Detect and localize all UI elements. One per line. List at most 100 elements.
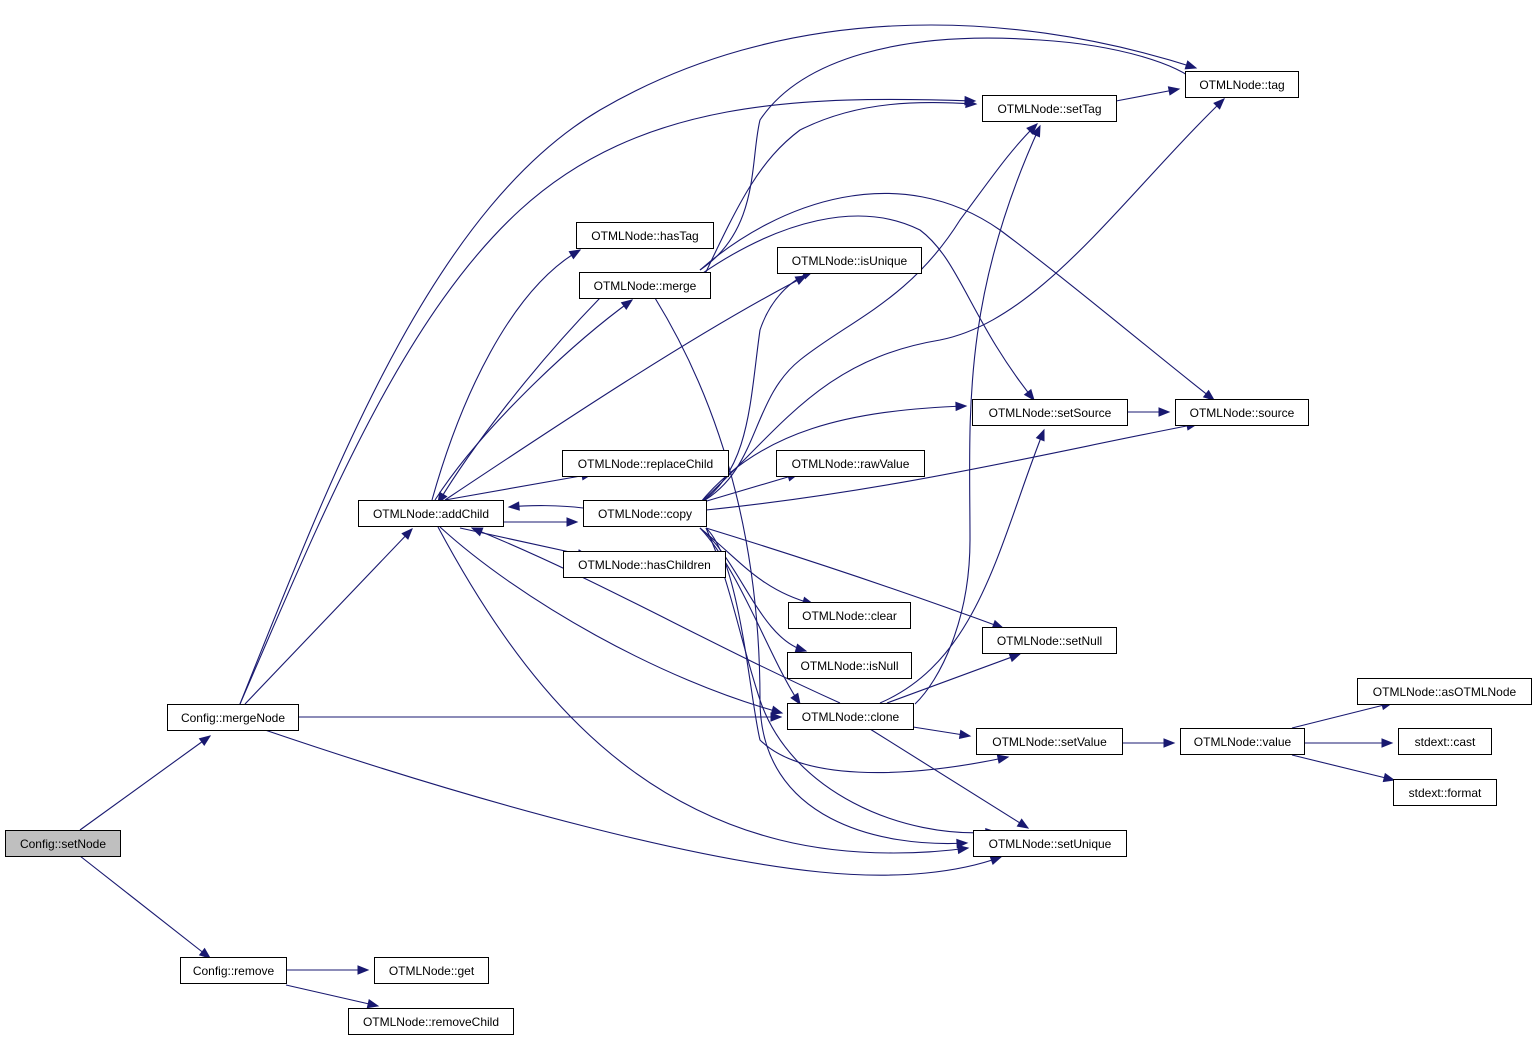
node-isUnique[interactable]: OTMLNode::isUnique	[777, 247, 922, 274]
edge-addChild-to-merge	[434, 299, 634, 501]
arrowhead	[1163, 738, 1176, 748]
node-setNode[interactable]: Config::setNode	[5, 830, 121, 857]
node-box	[348, 1008, 514, 1035]
edge-mergeNode-to-addChild	[244, 528, 413, 705]
arrowhead	[1031, 124, 1041, 138]
node-isNull[interactable]: OTMLNode::isNull	[787, 652, 912, 679]
node-box	[167, 704, 299, 731]
edge-setValue-to-value	[1122, 738, 1176, 748]
node-label: OTMLNode::merge	[594, 279, 697, 293]
node-label: Config::mergeNode	[181, 711, 285, 725]
arrowhead	[1026, 123, 1038, 135]
node-hasTag[interactable]: OTMLNode::hasTag	[576, 222, 714, 249]
arrowhead	[1167, 86, 1181, 96]
node-label: OTMLNode::rawValue	[792, 457, 910, 471]
node-setNull[interactable]: OTMLNode::setNull	[982, 627, 1117, 654]
edge-line	[1291, 702, 1393, 729]
node-box	[788, 602, 911, 629]
arrowhead	[1023, 388, 1035, 402]
edge-line	[869, 728, 1029, 829]
arrowhead	[366, 999, 380, 1009]
node-setSource[interactable]: OTMLNode::setSource	[972, 399, 1128, 426]
node-hasChildren[interactable]: OTMLNode::hasChildren	[563, 551, 726, 578]
node-clear[interactable]: OTMLNode::clear	[788, 602, 911, 629]
edge-line	[705, 527, 1009, 774]
node-tag[interactable]: OTMLNode::tag	[1185, 71, 1299, 98]
edge-clone-to-setUnique	[869, 728, 1030, 829]
node-removeChild[interactable]: OTMLNode::removeChild	[348, 1008, 514, 1035]
node-label: OTMLNode::setNull	[997, 634, 1102, 648]
node-label: OTMLNode::get	[389, 964, 475, 978]
node-replaceChild[interactable]: OTMLNode::replaceChild	[562, 450, 729, 477]
edge-line	[244, 528, 413, 705]
edge-line	[699, 527, 814, 605]
arrowhead	[989, 856, 1003, 865]
node-merge[interactable]: OTMLNode::merge	[579, 272, 711, 299]
node-box	[1185, 71, 1299, 98]
edge-setSource-to-source	[1127, 407, 1171, 417]
arrowhead	[1184, 60, 1198, 70]
edge-addChild-to-hasTag	[431, 249, 582, 501]
node-label: OTMLNode::isNull	[800, 659, 898, 673]
edge-clone-to-addChild	[470, 527, 841, 704]
edge-line	[239, 24, 1197, 705]
arrowhead	[568, 249, 582, 260]
node-label: stdext::cast	[1415, 735, 1476, 749]
edge-clone-to-setSource	[879, 428, 1045, 704]
edge-addChild-to-clone	[439, 526, 784, 715]
node-box	[563, 551, 726, 578]
node-label: OTMLNode::removeChild	[363, 1015, 499, 1029]
node-box	[579, 272, 711, 299]
node-box	[777, 247, 922, 274]
node-mergeNode[interactable]: Config::mergeNode	[167, 704, 299, 731]
edge-line	[699, 473, 799, 504]
node-label: Config::remove	[193, 964, 275, 978]
edge-merge-to-source	[699, 192, 1216, 401]
edge-clone-to-setValue	[912, 726, 972, 740]
edge-line	[439, 526, 783, 714]
node-clone[interactable]: OTMLNode::clone	[787, 703, 914, 730]
node-box	[1393, 779, 1497, 806]
edge-mergeNode-to-clone	[298, 712, 783, 722]
edge-line	[239, 98, 976, 705]
edge-copy-to-setTag	[699, 123, 1038, 504]
edge-line	[699, 405, 967, 504]
node-source[interactable]: OTMLNode::source	[1175, 399, 1309, 426]
node-get[interactable]: OTMLNode::get	[374, 957, 489, 984]
edge-line	[879, 429, 1045, 704]
arrowhead	[198, 735, 212, 746]
node-label: stdext::format	[1409, 786, 1482, 800]
node-label: OTMLNode::isUnique	[792, 254, 908, 268]
node-remove[interactable]: Config::remove	[180, 957, 287, 984]
node-setTag[interactable]: OTMLNode::setTag	[982, 95, 1117, 122]
node-format[interactable]: stdext::format	[1393, 779, 1497, 806]
node-label: OTMLNode::tag	[1199, 78, 1284, 92]
node-copy[interactable]: OTMLNode::copy	[583, 500, 707, 527]
arrowhead	[794, 643, 808, 653]
node-box	[1180, 728, 1305, 755]
node-cast[interactable]: stdext::cast	[1398, 728, 1492, 755]
node-label: Config::setNode	[20, 837, 106, 851]
edge-setTag-to-tag	[1115, 86, 1181, 102]
edge-line	[79, 735, 211, 831]
arrowhead	[1382, 772, 1396, 783]
node-box	[374, 957, 489, 984]
arrowhead	[357, 965, 370, 975]
arrowhead	[790, 692, 801, 706]
node-setValue[interactable]: OTMLNode::setValue	[976, 728, 1123, 755]
edge-line	[1115, 88, 1180, 102]
arrowhead	[958, 729, 972, 740]
edge-line	[705, 527, 997, 834]
node-addChild[interactable]: OTMLNode::addChild	[358, 500, 504, 527]
node-label: OTMLNode::clear	[802, 609, 897, 623]
node-label: OTMLNode::addChild	[373, 507, 489, 521]
node-value[interactable]: OTMLNode::value	[1180, 728, 1305, 755]
node-rawValue[interactable]: OTMLNode::rawValue	[776, 450, 925, 477]
node-setUnique[interactable]: OTMLNode::setUnique	[973, 830, 1127, 857]
edge-line	[285, 984, 379, 1007]
node-asOTMLNode[interactable]: OTMLNode::asOTMLNode	[1357, 678, 1532, 705]
edge-copy-to-isNull	[699, 527, 808, 653]
function-nodes: Config::setNode Config::mergeNodeConfig::…	[5, 71, 1532, 1035]
node-label: OTMLNode::setValue	[992, 735, 1107, 749]
edge-clone-to-setTag	[914, 124, 1041, 705]
